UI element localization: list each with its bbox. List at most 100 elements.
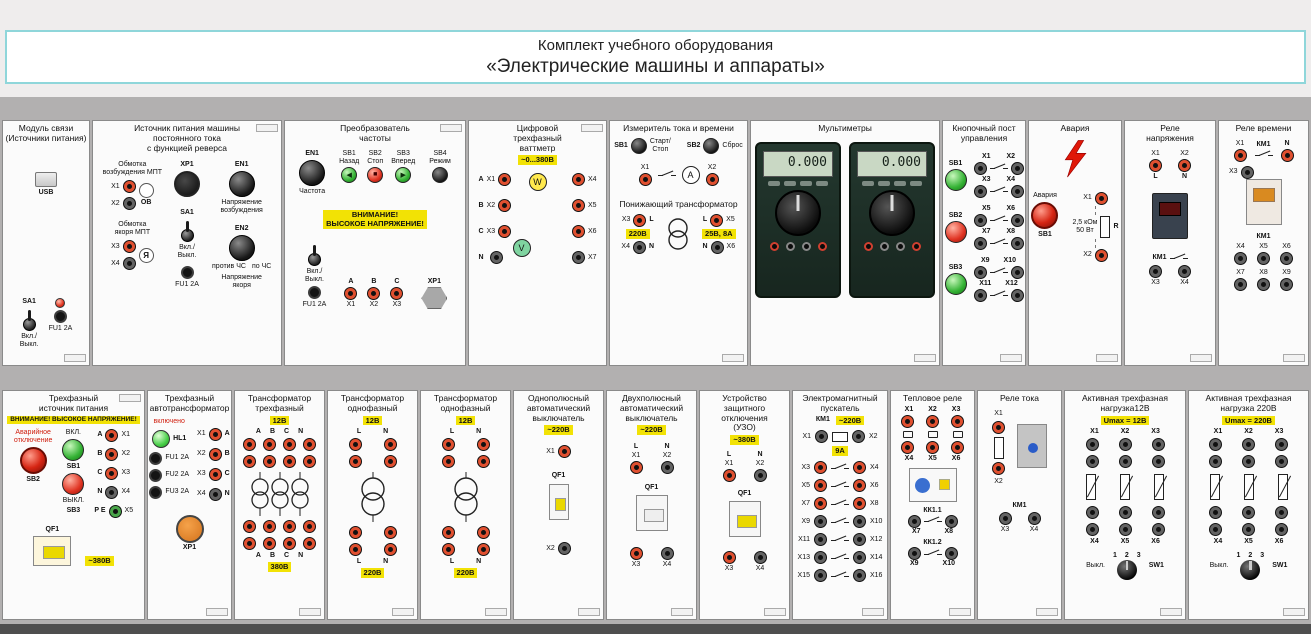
terminal[interactable] [951,414,964,428]
fuse-holder[interactable] [307,286,321,300]
terminal[interactable] [853,497,866,511]
terminal[interactable] [1178,158,1191,172]
terminal[interactable] [1010,213,1024,227]
terminal[interactable] [1242,506,1255,520]
terminal[interactable] [348,438,362,452]
terminal[interactable] [243,537,256,551]
terminal[interactable] [383,438,397,452]
multimeter-button[interactable] [800,180,812,186]
terminal[interactable] [660,461,674,475]
terminal[interactable] [1209,455,1222,469]
terminal[interactable] [1010,184,1024,198]
terminal[interactable] [1010,265,1024,279]
terminal[interactable] [1085,506,1099,520]
terminal[interactable] [1118,506,1132,520]
reverse-button[interactable]: ◀ [341,166,358,183]
terminal[interactable] [263,438,276,452]
terminal[interactable] [1257,277,1270,291]
terminal[interactable] [571,225,585,239]
terminal[interactable] [383,526,397,540]
terminal[interactable] [722,550,736,564]
terminal[interactable] [243,438,256,452]
probe-jack[interactable] [863,241,873,251]
terminal[interactable] [973,288,987,302]
terminal[interactable] [1209,506,1222,520]
terminal[interactable] [1151,438,1165,452]
terminal[interactable] [105,466,119,480]
terminal[interactable] [1027,511,1041,525]
terminal[interactable] [814,551,827,565]
terminal[interactable] [105,485,119,499]
terminal[interactable] [973,161,987,175]
terminal[interactable] [476,438,490,452]
multimeter-rotary-dial[interactable] [775,189,821,236]
usb-port[interactable] [35,171,57,187]
terminal[interactable] [383,543,397,557]
terminal[interactable] [722,468,736,482]
terminal[interactable] [283,455,296,469]
terminal[interactable] [1275,506,1288,520]
terminal[interactable] [973,265,987,279]
circuit-breaker[interactable] [33,536,72,567]
terminal[interactable] [441,543,455,557]
terminal[interactable] [629,461,643,475]
terminal[interactable] [753,468,767,482]
current-relay-device[interactable] [1017,423,1047,468]
terminal[interactable] [1118,523,1132,537]
terminal[interactable] [441,526,455,540]
terminal[interactable] [263,520,276,534]
terminal[interactable] [632,240,646,254]
terminal[interactable] [1257,251,1270,265]
terminal[interactable] [208,427,222,441]
start-stop-button[interactable] [630,137,647,154]
terminal[interactable] [907,547,921,560]
terminal[interactable] [710,213,724,227]
terminal[interactable] [1149,158,1162,172]
multimeter-button[interactable] [894,180,906,186]
terminal[interactable] [907,514,921,528]
circuit-breaker[interactable] [548,484,569,521]
alarm-button[interactable] [1031,201,1059,229]
terminal[interactable] [753,550,767,564]
terminal[interactable] [1233,148,1247,162]
terminal[interactable] [926,414,939,428]
terminal[interactable] [208,467,222,481]
terminal[interactable] [105,447,119,461]
terminal[interactable] [992,461,1005,475]
rcd-device[interactable] [728,500,761,537]
power-toggle[interactable] [307,245,321,267]
terminal[interactable] [367,287,381,301]
terminal[interactable] [243,520,256,534]
terminal[interactable] [1094,191,1108,205]
fuse-holder[interactable] [149,451,163,465]
terminal[interactable] [853,569,866,583]
terminal[interactable] [926,440,939,454]
terminal[interactable] [814,533,827,547]
armature-voltage-knob[interactable] [228,235,255,262]
terminal[interactable] [901,414,914,428]
terminal[interactable] [992,420,1005,434]
fuse-holder[interactable] [149,485,163,499]
multimeter-button[interactable] [768,180,780,186]
multimeter-button[interactable] [878,180,890,186]
terminal[interactable] [705,172,719,186]
terminal[interactable] [571,199,585,213]
terminal[interactable] [638,172,652,186]
stop-button[interactable]: ■ [367,166,384,183]
terminal[interactable] [1151,523,1165,537]
terminal[interactable] [1280,251,1293,265]
terminal[interactable] [122,240,136,254]
terminal[interactable] [815,430,828,444]
terminal[interactable] [852,430,865,444]
terminal[interactable] [814,479,827,493]
terminal[interactable] [1242,438,1255,452]
terminal[interactable] [1280,148,1294,162]
terminal[interactable] [1085,523,1099,537]
terminal[interactable] [498,225,512,239]
terminal[interactable] [476,526,490,540]
terminal[interactable] [348,543,362,557]
multimeter-button[interactable] [816,180,828,186]
probe-jack[interactable] [769,241,779,251]
terminal[interactable] [853,479,866,493]
terminal[interactable] [243,455,256,469]
